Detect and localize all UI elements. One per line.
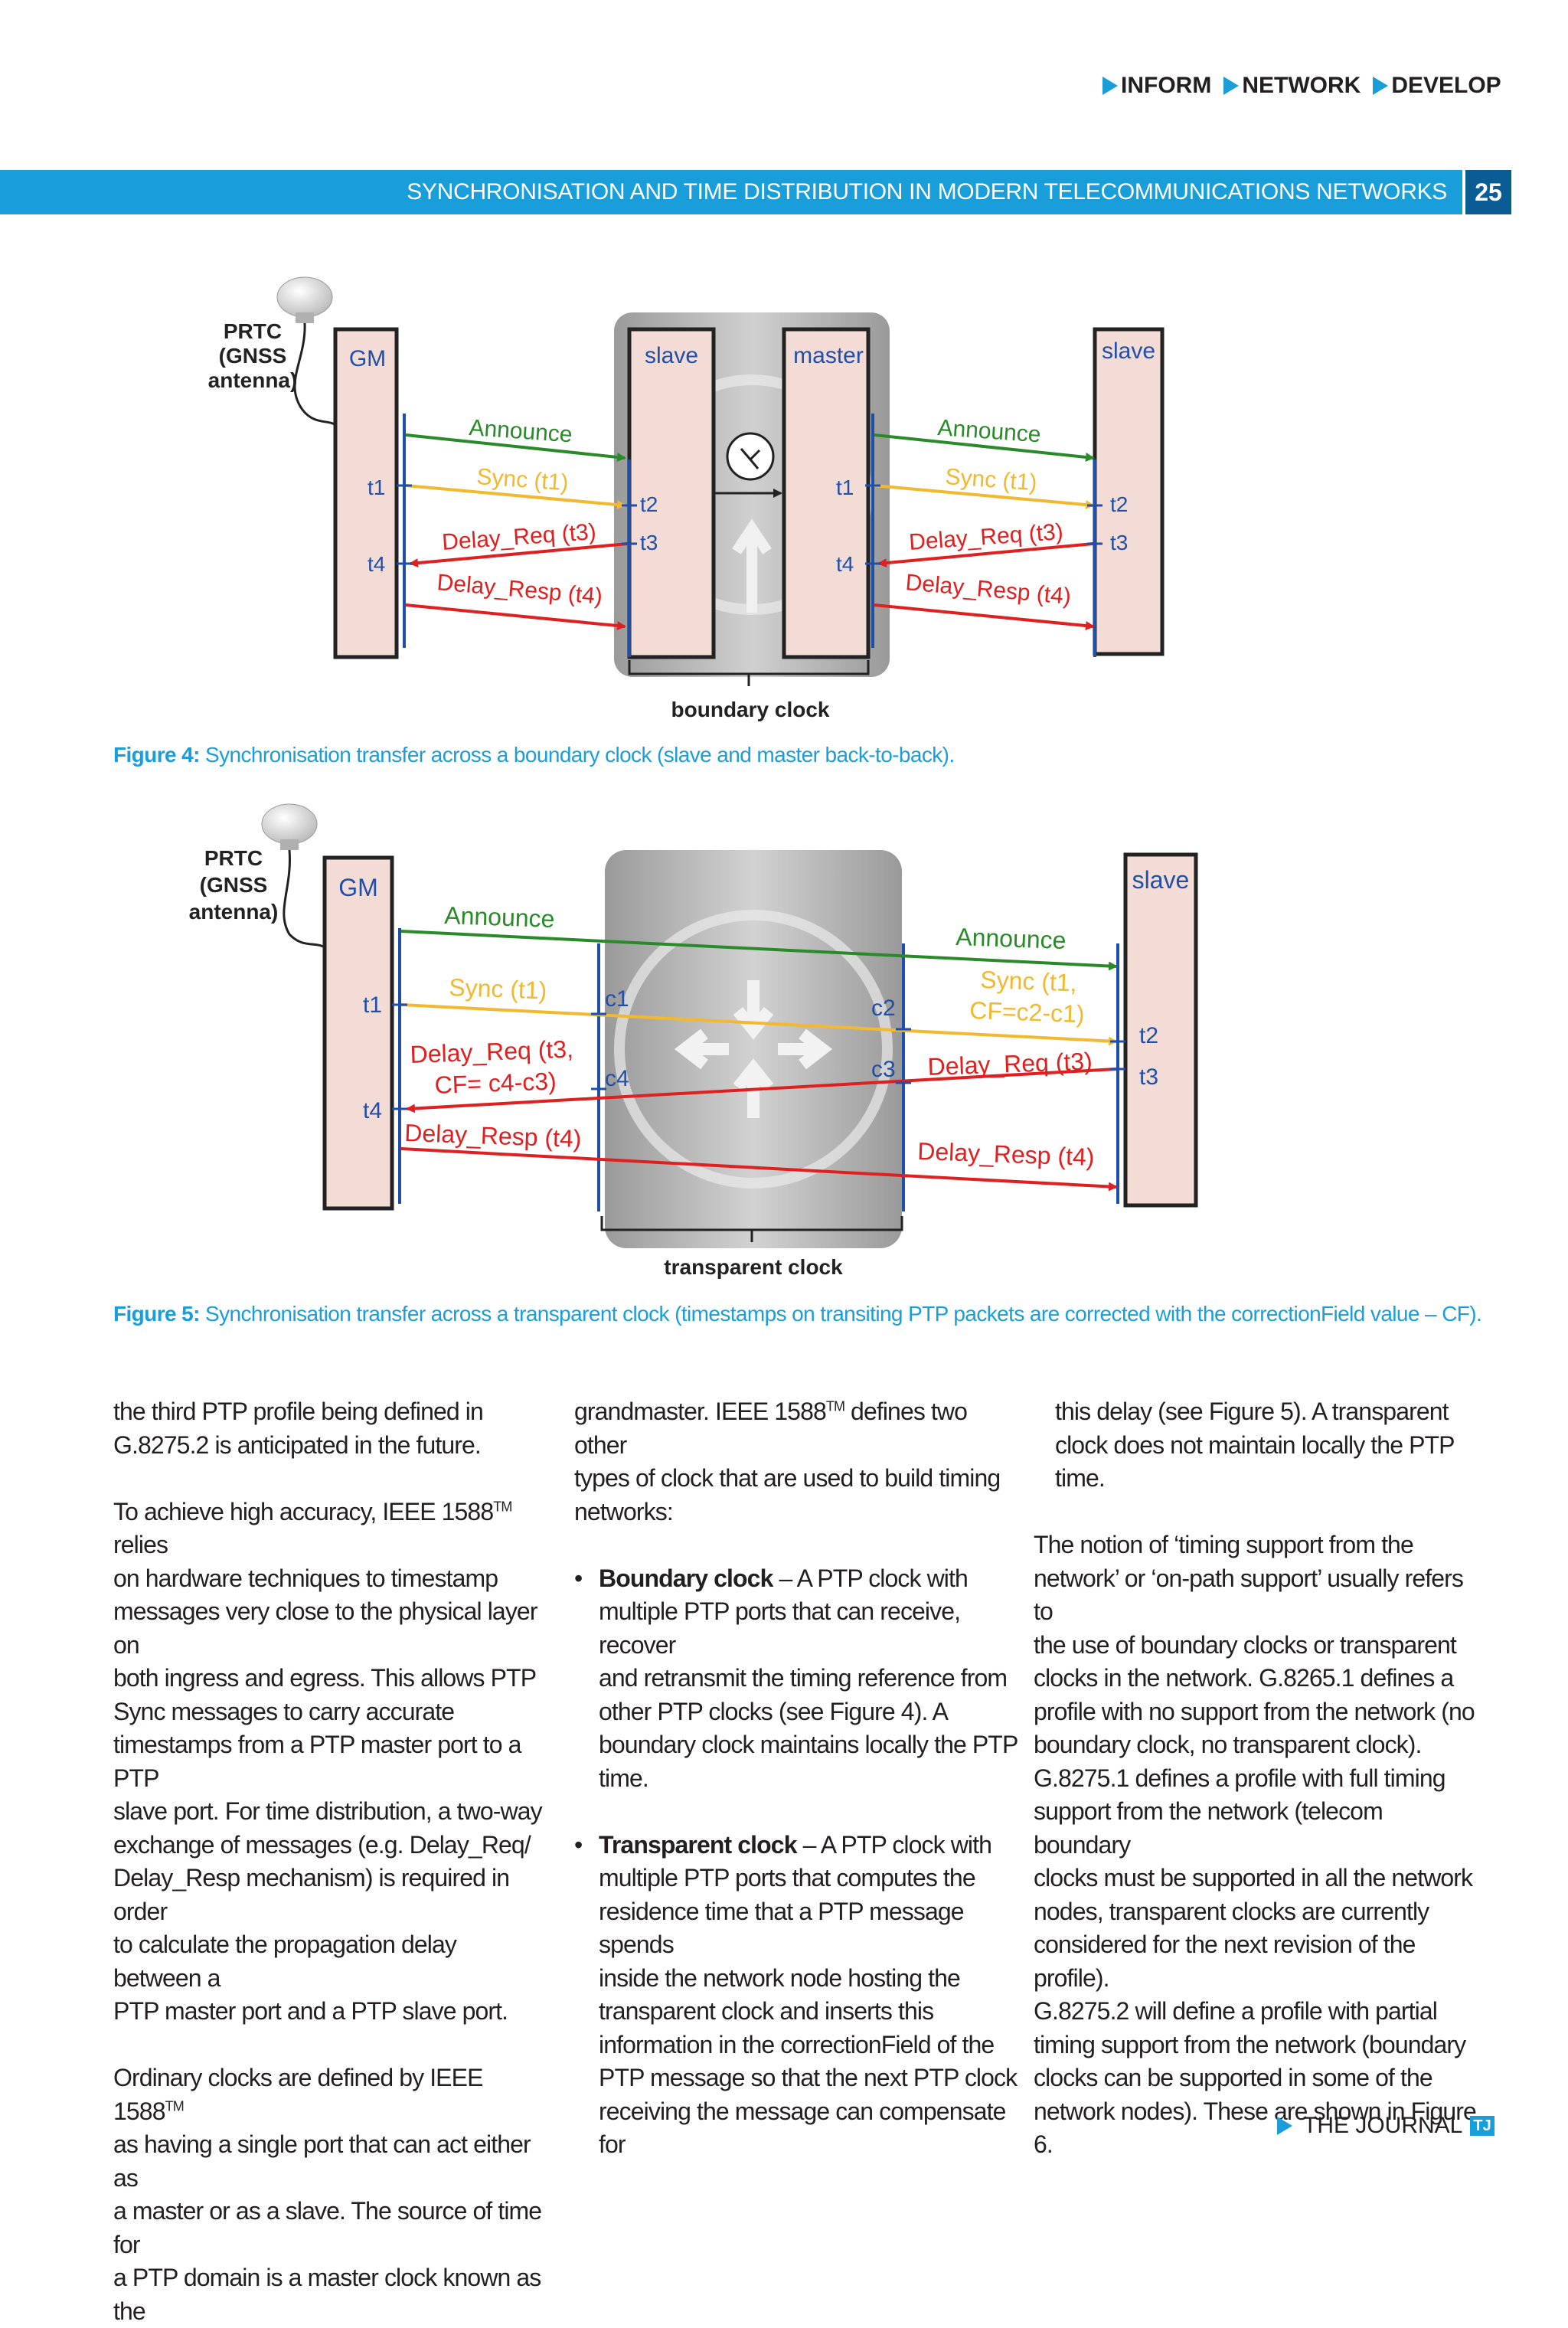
page-number: 25 [1465, 170, 1511, 214]
gm-node [333, 327, 399, 659]
t3-label-left: t3 [640, 531, 658, 554]
boundary-brace [628, 660, 870, 686]
tj-badge: TJ [1470, 2116, 1494, 2136]
t4-label-left: t4 [368, 552, 385, 576]
nav-item-inform: INFORM [1102, 73, 1211, 99]
triangle-icon [1373, 77, 1389, 95]
delay-req-label-right: Delay_Req (t3) [927, 1048, 1093, 1081]
top-nav: INFORM NETWORK DEVELOP [1102, 70, 1508, 101]
antenna-label: antenna) [189, 900, 279, 924]
slave-left-node [627, 327, 716, 659]
boundary-clock-label: boundary clock [671, 698, 830, 721]
nav-item-develop: DEVELOP [1373, 73, 1501, 99]
t4-label-right: t4 [836, 552, 854, 576]
slave-left-label: slave [645, 343, 698, 368]
c2-label: c2 [871, 996, 896, 1021]
t2-label: t2 [1139, 1023, 1158, 1048]
delay-resp-label-right: Delay_Resp (t4) [904, 570, 1072, 610]
t2-label-right: t2 [1110, 492, 1128, 516]
delay-req-label-left-2: CF= c4-c3) [434, 1067, 557, 1099]
sync-label-left: Sync (t1) [449, 973, 547, 1004]
t1-label-left: t1 [368, 476, 385, 499]
figure-5-diagram: PRTC (GNSS antenna) GM slave Announce An… [189, 803, 1198, 1279]
text-column-1: the third PTP profile being defined in G… [113, 1398, 543, 2325]
delay-resp-label-left: Delay_Resp (t4) [404, 1119, 582, 1153]
slave-label: slave [1132, 866, 1190, 894]
t3-label: t3 [1139, 1064, 1158, 1090]
gnss-label: (GNSS [200, 873, 268, 897]
master-label: master [793, 343, 864, 368]
running-title: SYNCHRONISATION AND TIME DISTRIBUTION IN… [407, 179, 1447, 204]
triangle-icon [1223, 77, 1240, 95]
t3-label-right: t3 [1110, 531, 1128, 554]
figure-4-caption: Figure 4: Synchronisation transfer acros… [113, 743, 955, 767]
figure-4-diagram: PRTC (GNSS antenna) GM slave master slav… [208, 276, 1165, 721]
transparent-clock-box [605, 850, 902, 1248]
nav-item-network: NETWORK [1223, 73, 1361, 99]
gnss-antenna-icon [261, 803, 324, 948]
announce-label-right: Announce [956, 923, 1067, 954]
c4-label: c4 [605, 1066, 629, 1091]
journal-name: THE JOURNAL [1303, 2113, 1463, 2138]
delay-resp-label-right: Delay_Resp (t4) [917, 1137, 1095, 1171]
gm-label: GM [349, 346, 386, 371]
triangle-icon [1102, 77, 1118, 95]
prtc-label: PRTC [224, 319, 282, 343]
t1-label-right: t1 [836, 476, 854, 499]
slave-right-label: slave [1102, 338, 1155, 364]
c1-label: c1 [605, 986, 629, 1012]
t4-label: t4 [363, 1098, 382, 1123]
gm-label: GM [338, 874, 378, 901]
announce-label-left: Announce [444, 901, 555, 933]
sync-label-right-2: CF=c2-c1) [969, 996, 1085, 1028]
slave-right-node [1093, 327, 1165, 656]
delay-resp-label-left: Delay_Resp (t4) [436, 570, 603, 610]
master-node [782, 327, 871, 659]
triangle-icon [1277, 2117, 1292, 2135]
t1-label: t1 [363, 992, 382, 1018]
gnss-antenna-icon [276, 276, 336, 427]
bullet-transparent-clock: Transparent clock – A PTP clock with mul… [574, 1829, 1018, 2162]
footer: THE JOURNAL TJ [1277, 2109, 1494, 2143]
delay-req-label-left-1: Delay_Req (t3, [410, 1035, 574, 1068]
sync-label-right-1: Sync (t1, [980, 966, 1077, 996]
prtc-label: PRTC [204, 846, 263, 870]
bullet-boundary-clock: Boundary clock – A PTP clock with multip… [574, 1562, 1018, 1796]
slave-node [1123, 852, 1198, 1208]
text-column-3: this delay (see Figure 5). A transparent… [1034, 1398, 1477, 2158]
sync-label-left: Sync (t1) [476, 464, 570, 495]
sync-label-right: Sync (t1) [945, 464, 1038, 495]
c3-label: c3 [871, 1057, 896, 1082]
gm-node [322, 855, 394, 1211]
gnss-label: (GNSS [219, 344, 287, 368]
antenna-label: antenna) [208, 368, 298, 392]
clock-icon [726, 432, 775, 481]
transparent-brace [600, 1216, 903, 1242]
figure-5-caption: Figure 5: Synchronisation transfer acros… [113, 1302, 1482, 1326]
t2-label-left: t2 [640, 492, 658, 516]
transparent-clock-label: transparent clock [664, 1255, 843, 1279]
header-bar: SYNCHRONISATION AND TIME DISTRIBUTION IN… [0, 170, 1462, 214]
text-column-2: grandmaster. IEEE 1588TM defines two oth… [574, 1395, 1018, 2162]
